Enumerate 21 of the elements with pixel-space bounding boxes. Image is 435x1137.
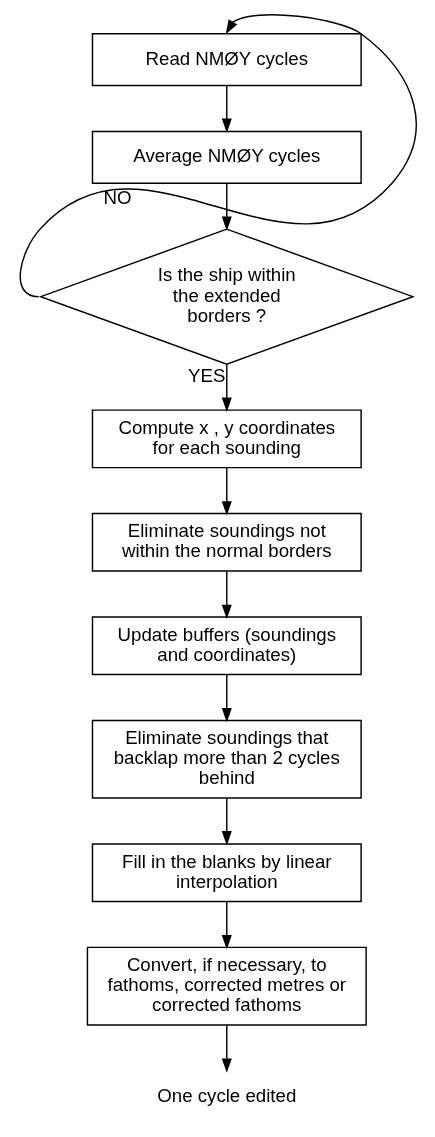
node-text: One cycle edited bbox=[156, 1084, 296, 1106]
arrow bbox=[221, 570, 232, 620]
edge-label: YES bbox=[187, 364, 225, 386]
edge-label: NO bbox=[102, 187, 131, 209]
node-box: Average NMØY cycles bbox=[91, 130, 362, 184]
node-box: Convert, if necessary, to fathoms, corrected metres or corrected fathoms bbox=[86, 946, 367, 1026]
node-box: Fill in the blanks by linear interpolation bbox=[91, 843, 362, 903]
node-box: Read NMØY cycles bbox=[91, 33, 362, 87]
arrow bbox=[221, 85, 232, 133]
arrow bbox=[221, 797, 232, 846]
node-box: Eliminate soundings not within the normal borders bbox=[91, 512, 362, 572]
arrow bbox=[221, 363, 232, 412]
arrow bbox=[221, 183, 232, 231]
node-box: Update buffers (soundings and coordinates) bbox=[91, 616, 362, 676]
node-diamond: Is the ship within the extended borders ? bbox=[38, 228, 415, 365]
arrow bbox=[221, 900, 232, 950]
node-box: Compute x , y coordinates for each sounding bbox=[91, 409, 362, 469]
arrow bbox=[221, 673, 232, 723]
arrow bbox=[221, 467, 232, 516]
arrow bbox=[221, 1024, 232, 1073]
node-box: Eliminate soundings that backlap more than 2 cycles behind bbox=[91, 719, 362, 799]
